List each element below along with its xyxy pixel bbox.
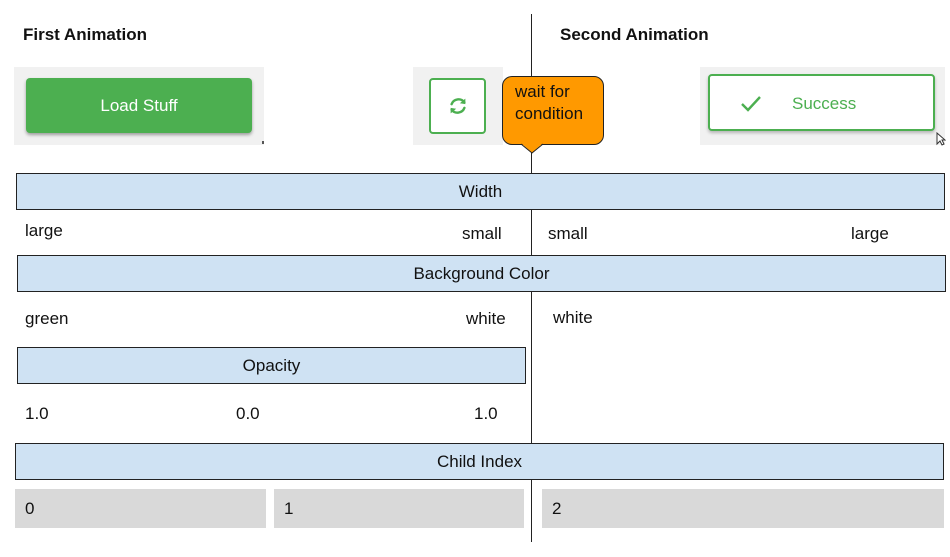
child-index-value-1: 1 (284, 498, 294, 518)
background-color-band: Background Color (17, 255, 946, 292)
child-index-band: Child Index (15, 443, 944, 480)
callout-line-1: wait for (515, 82, 570, 101)
load-button-screenshot: Load Stuff (14, 67, 264, 145)
width-band: Width (16, 173, 945, 210)
opacity-value-2: 0.0 (236, 404, 260, 423)
success-label: Success (792, 94, 857, 113)
opacity-value-3: 1.0 (474, 404, 498, 423)
load-stuff-label: Load Stuff (100, 95, 178, 115)
refresh-button[interactable] (429, 78, 486, 134)
child-index-cell-2: 2 (542, 489, 944, 528)
opacity-band-label: Opacity (242, 355, 301, 375)
color-second: white (553, 308, 593, 327)
width-first-end: small (462, 224, 502, 243)
background-color-band-label: Background Color (413, 263, 550, 283)
refresh-icon (449, 98, 466, 114)
cursor-mark (262, 141, 264, 144)
cursor-icon (936, 132, 946, 146)
check-icon (741, 96, 761, 112)
width-first-start: large (25, 221, 63, 240)
success-button-screenshot: Success (700, 67, 945, 145)
first-animation-heading: First Animation (23, 25, 148, 44)
child-index-value-0: 0 (25, 498, 35, 518)
success-button[interactable]: Success (708, 74, 935, 131)
child-index-cell-1: 1 (274, 489, 524, 528)
wait-for-condition-callout: wait for condition (502, 76, 604, 145)
color-first-start: green (25, 309, 69, 328)
callout-pointer (521, 143, 543, 154)
callout-line-2: condition (515, 104, 584, 123)
refresh-button-screenshot (413, 67, 503, 145)
child-index-cell-0: 0 (15, 489, 266, 528)
width-band-label: Width (458, 181, 503, 201)
width-second-end: large (851, 224, 889, 243)
color-first-end: white (466, 309, 506, 328)
child-index-band-label: Child Index (436, 451, 523, 471)
second-animation-heading: Second Animation (560, 25, 709, 44)
load-stuff-button[interactable]: Load Stuff (26, 78, 252, 133)
width-second-start: small (548, 224, 588, 243)
opacity-band: Opacity (17, 347, 526, 384)
opacity-value-1: 1.0 (25, 404, 49, 423)
child-index-value-2: 2 (552, 498, 562, 518)
